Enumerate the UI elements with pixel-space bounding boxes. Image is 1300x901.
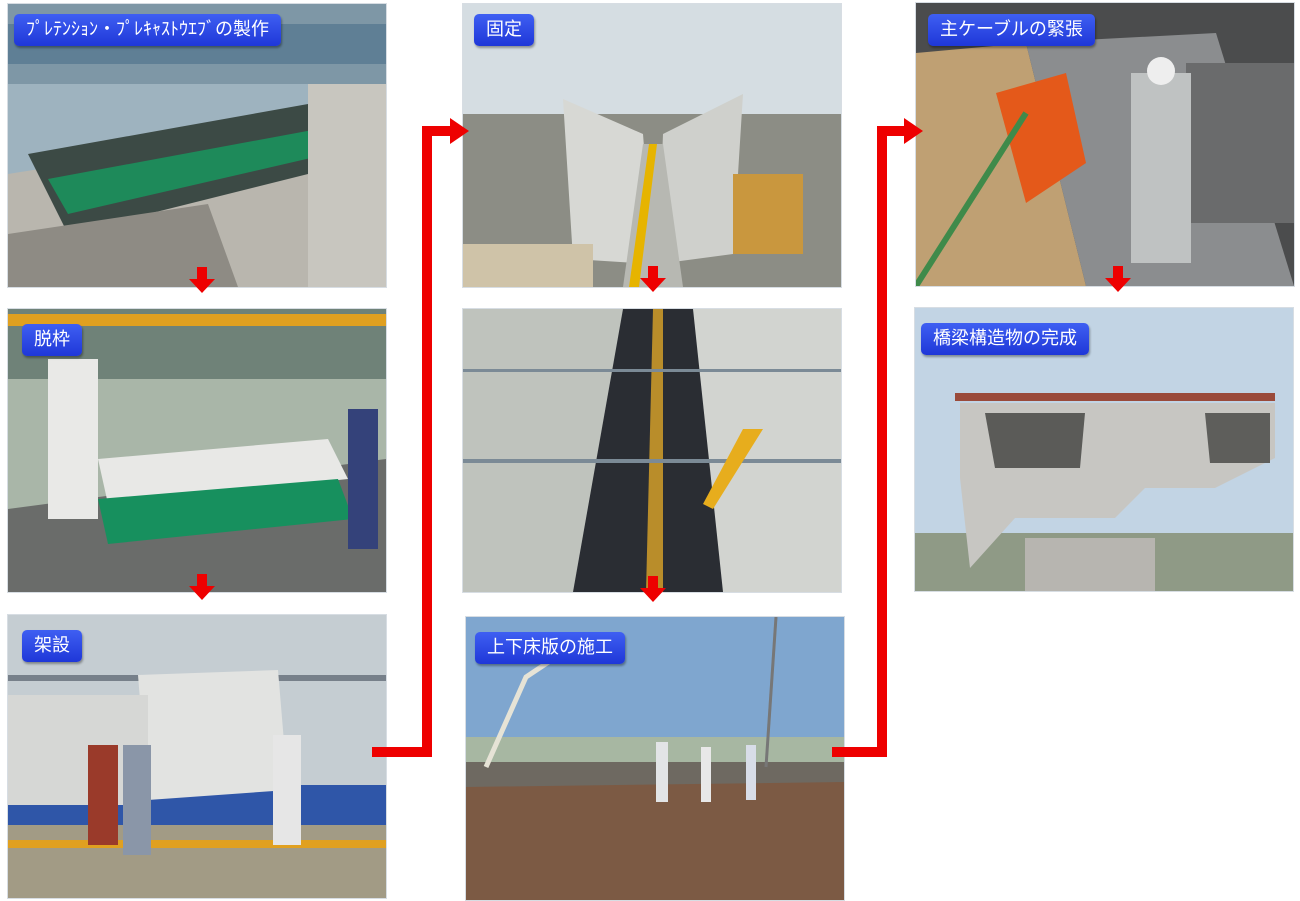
step-label-erection: 架設 <box>22 630 82 662</box>
arrow-connector-col1-col2 <box>372 126 452 757</box>
photo-demolding <box>7 308 387 593</box>
arrow-down-5 <box>1105 266 1131 292</box>
arrow-down-2 <box>189 574 215 600</box>
photo-precast-web-fabrication <box>7 3 387 288</box>
step-label-deck: 上下床版の施工 <box>475 632 625 664</box>
arrow-head-col3 <box>904 118 923 144</box>
photo-rebar-channel <box>462 308 842 593</box>
step-label-demolding: 脱枠 <box>22 324 82 356</box>
step-label-tensioning: 主ケーブルの緊張 <box>928 14 1095 46</box>
photo-tensioning <box>915 2 1295 287</box>
step-label-fabrication: ﾌﾟﾚﾃﾝｼｮﾝ・ﾌﾟﾚｷｬｽﾄｳｴﾌﾞの製作 <box>14 14 281 46</box>
arrow-down-3 <box>640 266 666 292</box>
step-label-completed: 橋梁構造物の完成 <box>921 323 1089 355</box>
photo-completed-bridge <box>914 307 1294 592</box>
photo-fixing <box>462 3 842 288</box>
photo-erection <box>7 614 387 899</box>
arrow-connector-col2-col3 <box>832 126 906 757</box>
arrow-down-1 <box>189 267 215 293</box>
arrow-down-4 <box>640 576 666 602</box>
arrow-head-col2 <box>450 118 469 144</box>
step-label-fixing: 固定 <box>474 14 534 46</box>
